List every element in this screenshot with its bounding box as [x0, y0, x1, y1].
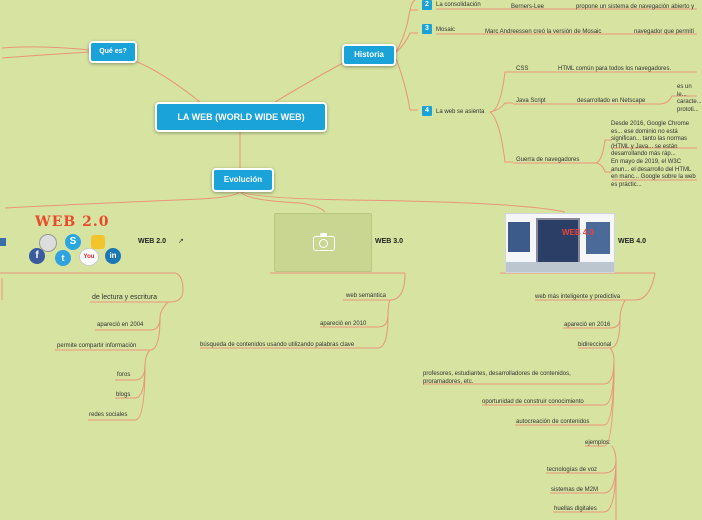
- asienta-js-detail[interactable]: desarrollado en Netscape: [577, 98, 646, 104]
- web40-item-bidireccional[interactable]: bidireccional: [578, 342, 612, 348]
- asienta-js[interactable]: Java Script: [516, 98, 546, 104]
- web40-bidir-ejemplos[interactable]: ejemplos:: [585, 440, 611, 446]
- web40-ejemplo-huellas[interactable]: huellas digitales: [554, 506, 597, 512]
- web40-bidir-autocreacion[interactable]: autocreación de contenidos: [516, 419, 590, 425]
- web40-bidir-profesores[interactable]: profesores, estudiantes, desarrolladores…: [423, 371, 571, 385]
- step-number-4: 4: [422, 106, 432, 116]
- web20-main[interactable]: de lectura y escritura: [92, 294, 157, 301]
- web30-main[interactable]: web semántica: [346, 293, 387, 299]
- historia-andreessen[interactable]: Marc Andreessen creó la versión de Mosai…: [485, 29, 602, 35]
- web20-logo-image: WEB 2.0 S f t You in: [25, 214, 125, 269]
- asienta-guerra-detail-1[interactable]: Desde 2016, Google Chrome es... ese domi…: [611, 121, 690, 157]
- web30-image-placeholder[interactable]: [274, 213, 372, 272]
- web40-title[interactable]: WEB 4.0: [618, 238, 647, 245]
- facebook-icon: f: [29, 248, 45, 264]
- web20-sub-blogs[interactable]: blogs: [116, 392, 131, 398]
- topic-que-es[interactable]: Qué es?: [89, 41, 137, 63]
- web30-item-busqueda[interactable]: búsqueda de contenidos usando utilizando…: [200, 342, 355, 348]
- asienta-css-detail[interactable]: HTML común para todos los navegadores.: [558, 66, 672, 72]
- asienta-css[interactable]: CSS: [516, 66, 529, 72]
- step-number-2: 2: [422, 0, 432, 10]
- twitter-icon: t: [55, 250, 71, 266]
- historia-mosaic[interactable]: Mosaic: [436, 27, 456, 33]
- asienta-guerra[interactable]: Guerra de navegadores: [516, 157, 580, 163]
- historia-consolidacion[interactable]: La consolidación: [436, 2, 481, 8]
- web40-ejemplo-m2m[interactable]: sistemas de M2M: [551, 487, 599, 493]
- historia-asienta[interactable]: La web se asienta: [436, 109, 485, 115]
- partial-left-icon: [0, 238, 6, 246]
- historia-mosaic-detail[interactable]: navegador que permití: [634, 29, 695, 35]
- web40-item-2016[interactable]: apareció en 2016: [564, 322, 611, 328]
- historia-consolidacion-detail[interactable]: propone un sistema de navegación abierto…: [576, 4, 695, 10]
- skype-icon: S: [65, 234, 81, 250]
- asienta-js-note[interactable]: es un le... caracte... prototi...: [677, 84, 702, 113]
- delicious-icon: [91, 235, 105, 249]
- floor-band: [506, 262, 614, 272]
- web30-title[interactable]: WEB 3.0: [375, 238, 404, 245]
- screen-right-icon: [586, 222, 610, 254]
- web40-ejemplo-voz[interactable]: tecnologías de voz: [547, 467, 598, 473]
- web40-bidir-oportunidad[interactable]: oportunidad de construir conocimiento: [482, 399, 584, 405]
- globe-icon: [39, 234, 57, 252]
- web40-image-text: WEB 4.0: [562, 228, 595, 237]
- web20-item-2004[interactable]: apareció en 2004: [97, 322, 144, 328]
- web20-sub-redes[interactable]: redes sociales: [89, 412, 128, 418]
- web20-item-compartir[interactable]: permite compartir información: [57, 343, 137, 349]
- web20-logo-text: WEB 2.0: [35, 214, 110, 230]
- external-link-icon[interactable]: ↗: [178, 238, 184, 245]
- topic-evolucion[interactable]: Evolución: [212, 168, 274, 192]
- web20-sub-foros[interactable]: foros: [117, 372, 131, 378]
- central-topic[interactable]: LA WEB (WORLD WIDE WEB): [155, 102, 327, 132]
- screen-center-icon: [536, 218, 580, 266]
- camera-icon: [313, 233, 335, 251]
- linkedin-icon: in: [105, 248, 121, 264]
- web40-image: WEB 4.0: [505, 213, 615, 273]
- youtube-icon: You: [79, 248, 99, 266]
- web20-title[interactable]: WEB 2.0: [138, 238, 167, 245]
- web40-main[interactable]: web más inteligente y predictiva: [535, 294, 621, 300]
- asienta-guerra-detail-2[interactable]: En mayo de 2019, el W3C anun... el desar…: [611, 159, 696, 188]
- historia-berners-lee[interactable]: Berners-Lee: [511, 4, 545, 10]
- topic-historia[interactable]: Historia: [342, 44, 396, 66]
- step-number-3: 3: [422, 24, 432, 34]
- web30-item-2010[interactable]: apareció en 2010: [320, 321, 367, 327]
- screen-left-icon: [508, 222, 530, 252]
